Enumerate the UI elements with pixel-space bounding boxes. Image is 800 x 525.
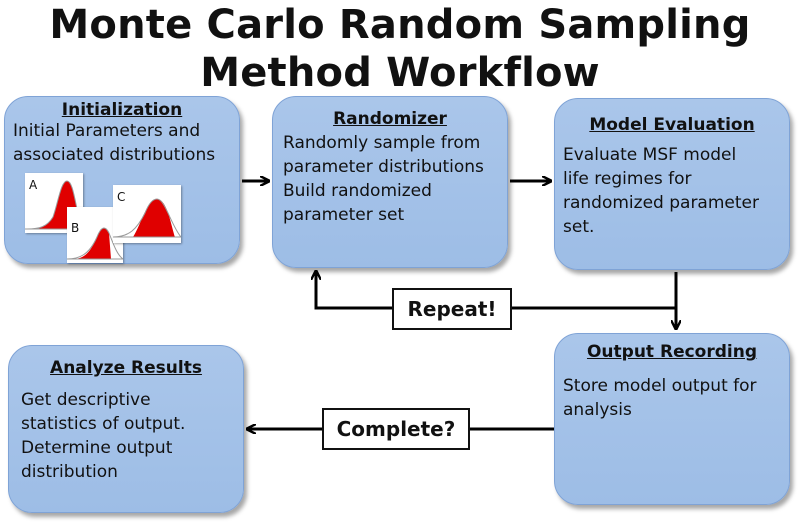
output-recording-box: Output Recording Store model output for … [554,333,790,505]
analyze-results-box: Analyze Results Get descriptive statisti… [8,345,244,513]
analyze-results-line: Determine output [21,438,173,458]
model-evaluation-line: Evaluate MSF model [563,145,737,165]
diagram-title-line-1: Monte Carlo Random Sampling [49,2,751,48]
analyze-results-line: Get descriptive [21,390,151,410]
complete-label: Complete? [322,408,470,450]
model-evaluation-text: Evaluate MSF model life regimes for rand… [563,143,759,239]
output-recording-title: Output Recording [586,342,758,362]
randomizer-text: Randomly sample from parameter distribut… [283,131,484,227]
model-evaluation-box: Model Evaluation Evaluate MSF model life… [554,98,790,270]
randomizer-line: Build randomized [283,181,432,201]
initialization-line: Initial Parameters and [13,121,201,141]
model-evaluation-line: life regimes for [563,169,692,189]
randomizer-title: Randomizer [333,109,447,129]
analyze-results-text: Get descriptive statistics of output. De… [21,388,185,484]
repeat-label: Repeat! [392,288,512,330]
distribution-label-b: B [71,221,80,235]
diagram-title-line-2: Method Workflow [200,50,600,96]
initialization-line: associated distributions [13,145,216,165]
randomizer-line: parameter set [283,205,405,225]
initialization-title: Initialization [61,100,183,120]
distribution-card-c: C [113,185,181,243]
model-evaluation-title: Model Evaluation [589,115,755,135]
model-evaluation-line: randomized parameter [563,193,759,213]
analyze-results-line: statistics of output. [21,414,186,434]
output-recording-line: Store model output for [563,376,757,396]
randomizer-line: parameter distributions [283,157,484,177]
distribution-label-c: C [117,190,126,204]
output-recording-line: analysis [563,400,632,420]
initialization-text: Initial Parameters and associated distri… [13,119,215,167]
analyze-results-title: Analyze Results [50,358,202,378]
distribution-label-a: A [29,178,38,192]
output-recording-text: Store model output for analysis [563,374,757,422]
initialization-box: Initialization Initial Parameters and as… [4,96,240,264]
arrow-repeat-to-randomizer [316,272,392,310]
randomizer-line: Randomly sample from [283,133,481,153]
randomizer-box: Randomizer Randomly sample from paramete… [272,96,508,268]
analyze-results-line: distribution [21,462,118,482]
model-evaluation-line: set. [563,217,595,237]
